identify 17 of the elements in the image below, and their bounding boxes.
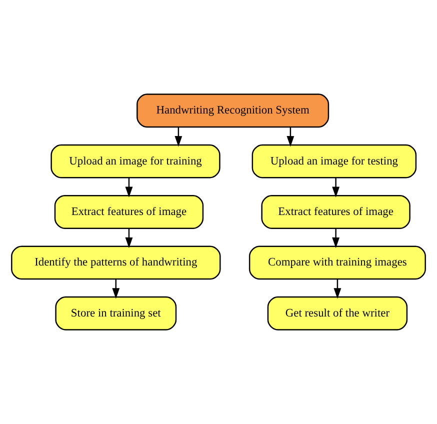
node-box: Compare with training images xyxy=(248,246,426,280)
arrow xyxy=(125,228,133,248)
node-box: Extract features of image xyxy=(261,195,410,229)
node-box: Extract features of image xyxy=(54,195,204,229)
arrow xyxy=(334,279,342,299)
node-box: Identify the patterns of handwriting xyxy=(11,246,221,280)
arrow xyxy=(112,279,120,299)
node-box: Handwriting Recognition System xyxy=(136,94,330,128)
arrow xyxy=(174,127,182,147)
arrow xyxy=(332,178,340,198)
node-box: Get result of the writer xyxy=(267,296,408,330)
arrow xyxy=(332,228,340,248)
node-box: Store in training set xyxy=(55,296,177,330)
node-box: Upload an image for training xyxy=(50,144,220,178)
arrow xyxy=(125,178,133,198)
arrow xyxy=(286,127,294,147)
node-box: Upload an image for testing xyxy=(252,144,417,178)
